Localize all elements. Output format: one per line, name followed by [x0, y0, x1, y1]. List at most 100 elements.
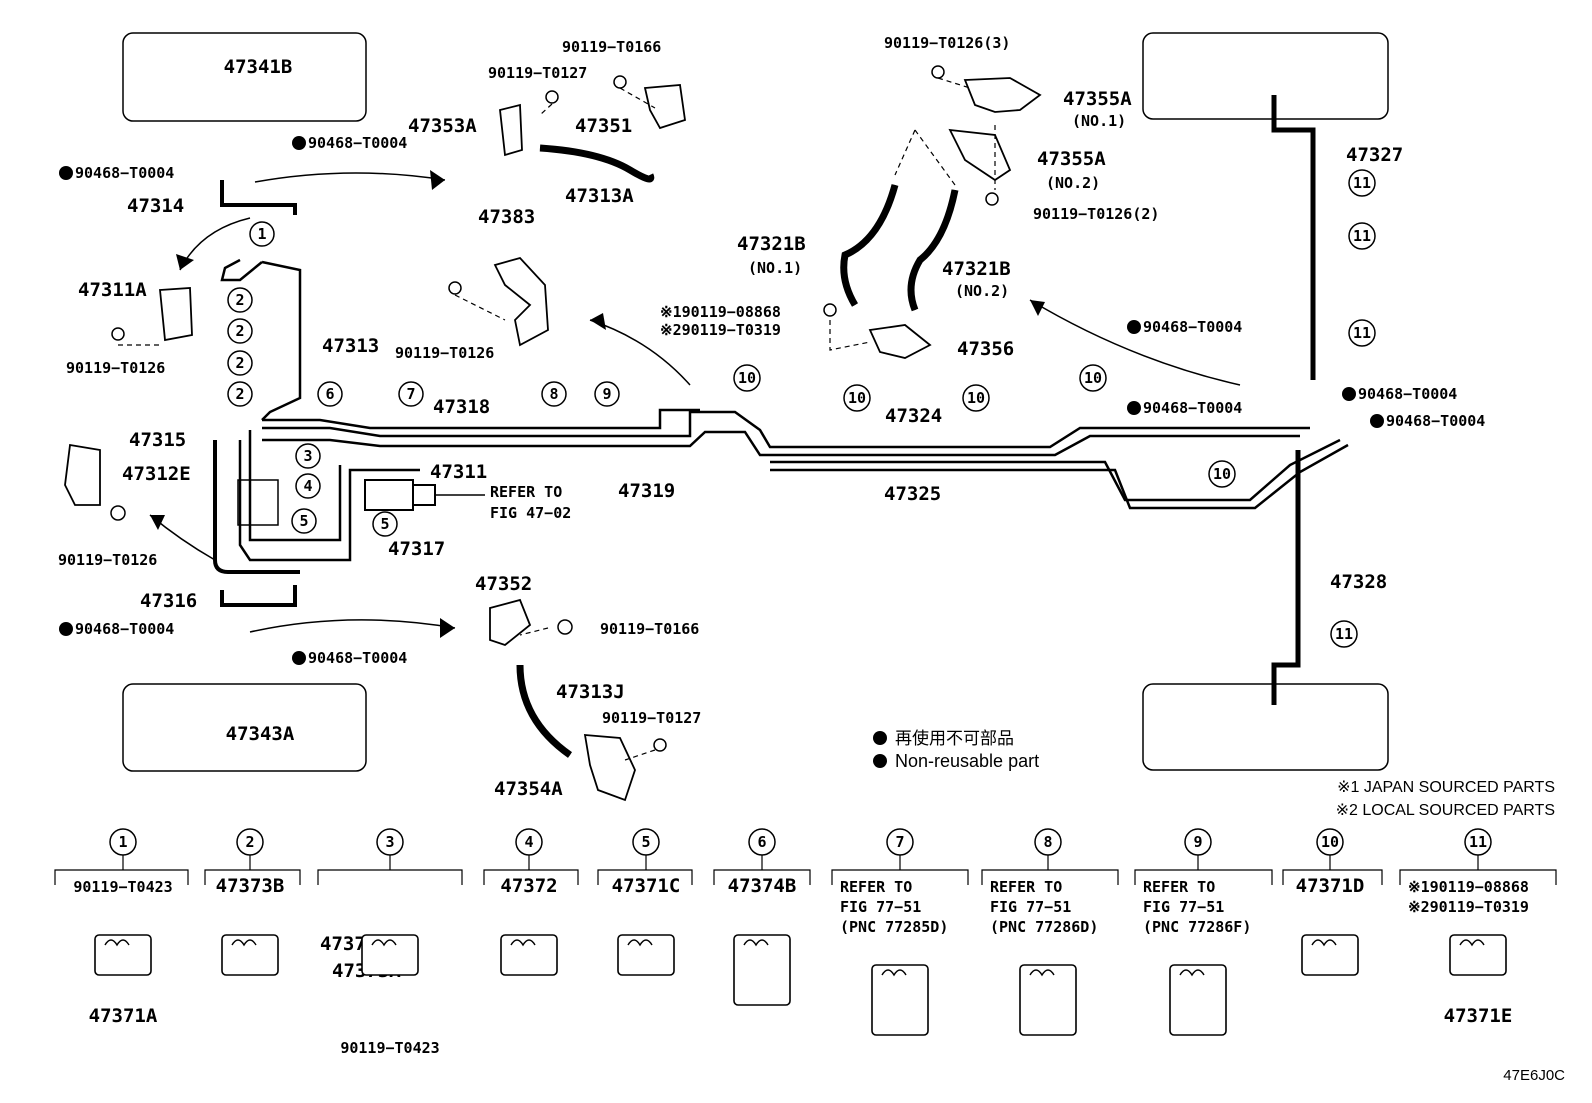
callout-2-diagram-a: 2: [227, 287, 253, 313]
label-47356: 47356: [957, 338, 1014, 360]
legend-box-3: 34737547373A90119−T0423: [317, 828, 463, 1057]
clip-shape-9: [1169, 964, 1227, 1036]
label-fig-47-02: FIG 47−02: [490, 504, 571, 522]
label-47319: 47319: [618, 480, 675, 502]
label-47343A: 47343A: [226, 723, 295, 745]
label-90468-T0004-g: 90468−T0004: [75, 620, 174, 638]
label-47311: 47311: [430, 461, 487, 483]
label-47321B-no2: 47321B: [942, 258, 1011, 280]
legend-text-6-0: 47374B: [728, 875, 797, 897]
label-47313J: 47313J: [556, 681, 625, 703]
legend-text-8-0: REFER TO: [990, 878, 1062, 896]
label-47316: 47316: [140, 590, 197, 612]
svg-text:7: 7: [406, 385, 415, 403]
svg-text:4: 4: [303, 477, 312, 495]
callout-11-diagram-a: 11: [1348, 169, 1376, 197]
svg-text:11: 11: [1353, 324, 1371, 342]
legend: 再使用不可部品 Non-reusable part ※1 JAPAN SOURC…: [895, 728, 1565, 1084]
label-no1-a: (NO.1): [1072, 112, 1126, 130]
label-90119-T0127-b: 90119−T0127: [602, 709, 701, 727]
flow-arrows: [149, 170, 1241, 638]
label-90468-T0004-e: 90468−T0004: [1143, 399, 1242, 417]
diagram-callouts: 1 2 2 2 2 6 7 8 9 3 4 5 5 10 10 10 10 10…: [227, 169, 1376, 648]
clip-shape-7: [871, 964, 929, 1036]
label-47328: 47328: [1330, 571, 1387, 593]
legend-text-11-0: ※190119−08868: [1408, 878, 1529, 896]
label-90119-T0319-a: ※290119−T0319: [660, 321, 781, 339]
callout-8-diagram: 8: [541, 381, 567, 407]
svg-text:5: 5: [299, 512, 308, 530]
label-90468-T0004-a: 90468−T0004: [308, 134, 407, 152]
label-47341B: 47341B: [224, 56, 293, 78]
bolts: [110, 65, 999, 752]
label-47312E: 47312E: [122, 463, 191, 485]
legend-text-9-0: REFER TO: [1143, 878, 1215, 896]
clip-shape-3: [361, 934, 419, 976]
legend-callout-7: 7: [895, 833, 904, 851]
label-90468-T0004-c: 90468−T0004: [1143, 318, 1242, 336]
callout-10-diagram-a: 10: [733, 364, 761, 392]
legend-box-10: 10 47371D: [1282, 828, 1383, 976]
legend-callout-11: 11: [1469, 833, 1487, 851]
legend-callout-3: 3: [385, 833, 394, 851]
label-47355A-no2: 47355A: [1037, 148, 1106, 170]
label-90119-T0126-c: 90119−T0126: [58, 551, 157, 569]
legend-text-7-1: FIG 77−51: [840, 898, 921, 916]
svg-text:1: 1: [257, 225, 266, 243]
callout-11-diagram-d: 11: [1330, 620, 1358, 648]
legend-callout-10: 10: [1321, 833, 1339, 851]
label-refer-to-main: REFER TO: [490, 483, 562, 501]
clip-shape-11: [1449, 934, 1507, 976]
clip-shape-6: [733, 934, 791, 1006]
label-47327: 47327: [1346, 144, 1403, 166]
dashed-leaders: [118, 77, 996, 761]
label-no2-b: (NO.2): [955, 282, 1009, 300]
legend-callout-9: 9: [1193, 833, 1202, 851]
label-90119-T0126-b: 90119−T0126: [395, 344, 494, 362]
label-90468-T0004-b: 90468−T0004: [75, 164, 174, 182]
callout-11-diagram-b: 11: [1348, 222, 1376, 250]
front-left-wheel-box: [122, 32, 367, 122]
legend-text-1-0: 90119−T0423: [73, 878, 172, 896]
svg-text:11: 11: [1353, 227, 1371, 245]
non-reusable-markers: [59, 136, 1384, 768]
legend-text-9-2: (PNC 77286F): [1143, 918, 1251, 936]
svg-text:6: 6: [325, 385, 334, 403]
svg-text:5: 5: [380, 515, 389, 533]
main-brake-lines: [213, 95, 1349, 705]
callout-11-diagram-c: 11: [1348, 319, 1376, 347]
callout-4-diagram: 4: [295, 473, 321, 499]
label-47324: 47324: [885, 405, 942, 427]
legend-bottom-3: 90119−T0423: [340, 1039, 439, 1057]
label-90119-T0127-a: 90119−T0127: [488, 64, 587, 82]
legend-bottom-1: 47371A: [89, 1005, 158, 1027]
callout-1-diagram: 1: [249, 221, 275, 247]
brackets: [64, 77, 1042, 802]
callout-6-diagram: 6: [317, 381, 343, 407]
svg-text:9: 9: [602, 385, 611, 403]
svg-text:3: 3: [303, 447, 312, 465]
callout-2-diagram-c: 2: [227, 350, 253, 376]
front-right-wheel-box: [1142, 32, 1389, 120]
label-47311A: 47311A: [78, 279, 147, 301]
label-47317: 47317: [388, 538, 445, 560]
clamp-legend-row: 190119−T042347371A247373B34737547373A901…: [54, 828, 1557, 1057]
label-47313A: 47313A: [565, 185, 634, 207]
note-local-sourced: ※2 LOCAL SOURCED PARTS: [1336, 802, 1555, 819]
label-90119-T0166-b: 90119−T0166: [600, 620, 699, 638]
svg-text:10: 10: [1084, 369, 1102, 387]
legend-text-8-1: FIG 77−51: [990, 898, 1071, 916]
callout-10-diagram-e: 10: [1208, 460, 1236, 488]
valve-block-47311: [237, 479, 485, 526]
label-90119-T0166-a: 90119−T0166: [562, 38, 661, 56]
clip-shape-10: [1301, 934, 1359, 976]
label-47353A: 47353A: [408, 115, 477, 137]
legend-text-10-0: 47371D: [1296, 875, 1365, 897]
legend-text-2-0: 47373B: [216, 875, 285, 897]
